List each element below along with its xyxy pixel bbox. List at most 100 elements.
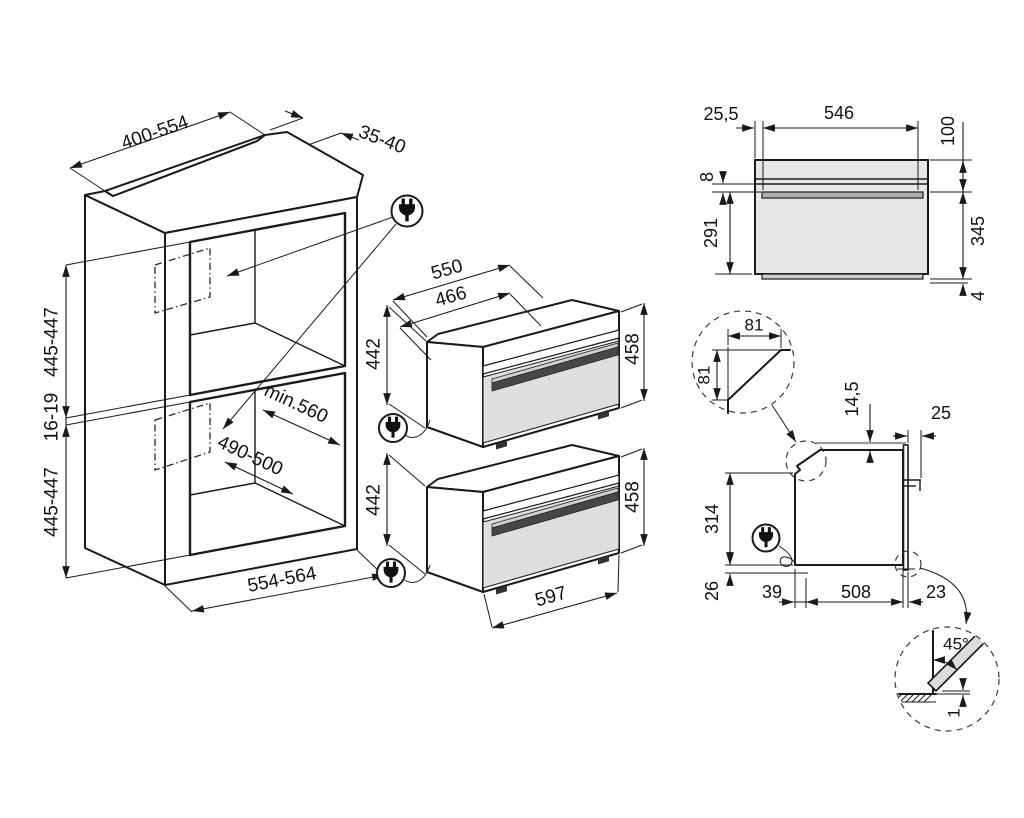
dim-line-width-bottom [191, 573, 385, 613]
ext-line [509, 293, 542, 327]
upper-niche-interior [189, 230, 346, 367]
plug-leader-arrow [226, 216, 394, 277]
ext-line [65, 394, 191, 419]
side-body [794, 449, 904, 566]
oven-foot [598, 555, 609, 565]
dim-oven-height-front: 458 [623, 333, 644, 365]
dim-side-rear-gap: 39 [762, 582, 782, 602]
oven-door-glass [482, 485, 620, 589]
lower-oven-view: 442 458 597 [364, 444, 648, 629]
ext-line [69, 167, 106, 192]
oven-control-gap [482, 474, 620, 520]
dim-side-bottom-clearance: 26 [702, 581, 722, 601]
dim-oven-height-rear: 442 [364, 338, 385, 370]
shelf-hatch [896, 693, 936, 703]
upper-oven-view: 550 466 442 458 [364, 256, 648, 450]
rear-handle-bar [761, 191, 924, 199]
ext-line [388, 306, 427, 342]
oven-foot [496, 440, 507, 450]
ext-line [65, 554, 191, 579]
ext-line [620, 399, 643, 409]
rear-plinth [761, 273, 924, 280]
rear-body [754, 159, 929, 275]
side-power-plug [751, 523, 781, 553]
dim-arrow [284, 110, 304, 119]
cabinet-power-plug [222, 194, 424, 430]
dim-line-niche-depth [262, 409, 341, 446]
oven-control-gap [482, 329, 620, 375]
oven-left-face [426, 486, 484, 593]
ext-line [65, 241, 191, 266]
oven-handle-bar [491, 346, 619, 392]
dim-side-top-clearance: 14,5 [842, 381, 862, 416]
detail-content [896, 628, 992, 703]
dim-oven-height-rear: 442 [364, 484, 385, 516]
wall-bracket [903, 479, 921, 491]
ext-line [164, 585, 193, 613]
rear-dimension-view: 25,5 546 100 8 291 345 4 [697, 103, 988, 301]
lower-oven-dimensions: 442 458 597 [364, 448, 648, 629]
dim-rear-body: 291 [701, 218, 721, 248]
dim-arrow [340, 132, 360, 141]
dim-door-clearance: 1 [945, 708, 964, 717]
electrical-zone-patch-lower [154, 402, 211, 471]
dim-side-height-rear: 314 [702, 504, 722, 534]
upper-niche-cutout [188, 211, 347, 397]
rear-dimensions: 25,5 546 100 8 291 345 4 [697, 103, 988, 301]
ext-line [229, 111, 266, 136]
ext-line [509, 265, 544, 299]
angle-arc-arrow [932, 656, 958, 671]
chamfer-callout-circle [785, 440, 827, 482]
cabinet-left-face [84, 194, 166, 586]
oven-foot [496, 585, 507, 595]
ext-line [392, 300, 428, 338]
dim-rear-plinth: 4 [968, 291, 988, 301]
ext-line [65, 401, 191, 426]
detail-leader-arrow [771, 404, 797, 443]
dim-rear-offset: 25,5 [703, 104, 738, 124]
detail-circle [894, 626, 1000, 732]
upper-oven-power-plug [378, 413, 408, 443]
oven-foot [598, 410, 609, 420]
side-door [902, 444, 909, 571]
ext-line [620, 544, 643, 554]
detail-circle [691, 310, 795, 414]
chamfer-edge [727, 349, 791, 414]
dim-side-depth: 508 [841, 582, 871, 602]
dim-line-width [491, 592, 618, 629]
ext-line [620, 303, 643, 313]
ext-line [399, 327, 432, 361]
dim-side-front-clearance: 25 [931, 403, 951, 423]
dim-niche-gap: 16-19 [42, 393, 63, 442]
ext-line [388, 544, 426, 575]
oven-handle-bar [491, 491, 619, 537]
ext-line [388, 403, 426, 429]
ext-line [307, 132, 342, 146]
dim-rear-total: 345 [968, 216, 988, 246]
ext-line [617, 554, 620, 593]
plug-leader-arrow [222, 223, 397, 430]
dim-lower-niche-height: 445-447 [42, 467, 63, 537]
dim-oven-width: 597 [533, 583, 569, 612]
side-dimensions: 14,5 25 314 26 39 508 23 [702, 381, 951, 608]
dim-side-door-depth: 23 [926, 582, 946, 602]
corner-chamfer-detail: 81 81 [691, 310, 797, 443]
dim-line-width-top [69, 111, 231, 169]
power-cable [778, 545, 796, 567]
door-corner-callout-circle [894, 550, 922, 578]
dim-chamfer-height: 81 [695, 366, 714, 385]
dim-cabinet-width-top: 400-554 [119, 112, 192, 155]
dim-cabinet-recess: 35-40 [356, 121, 409, 158]
dim-rear-vent: 546 [824, 103, 854, 123]
ext-line [388, 454, 426, 487]
ext-line [483, 593, 493, 628]
dim-chamfer-width: 81 [745, 316, 764, 335]
oven-door-glass [482, 340, 620, 444]
dim-line-depth-body [399, 292, 511, 328]
oven-left-face [426, 341, 484, 448]
dim-oven-height-front: 458 [623, 481, 644, 513]
dim-door-angle: 45° [943, 635, 969, 654]
dim-rear-top: 100 [938, 116, 958, 146]
